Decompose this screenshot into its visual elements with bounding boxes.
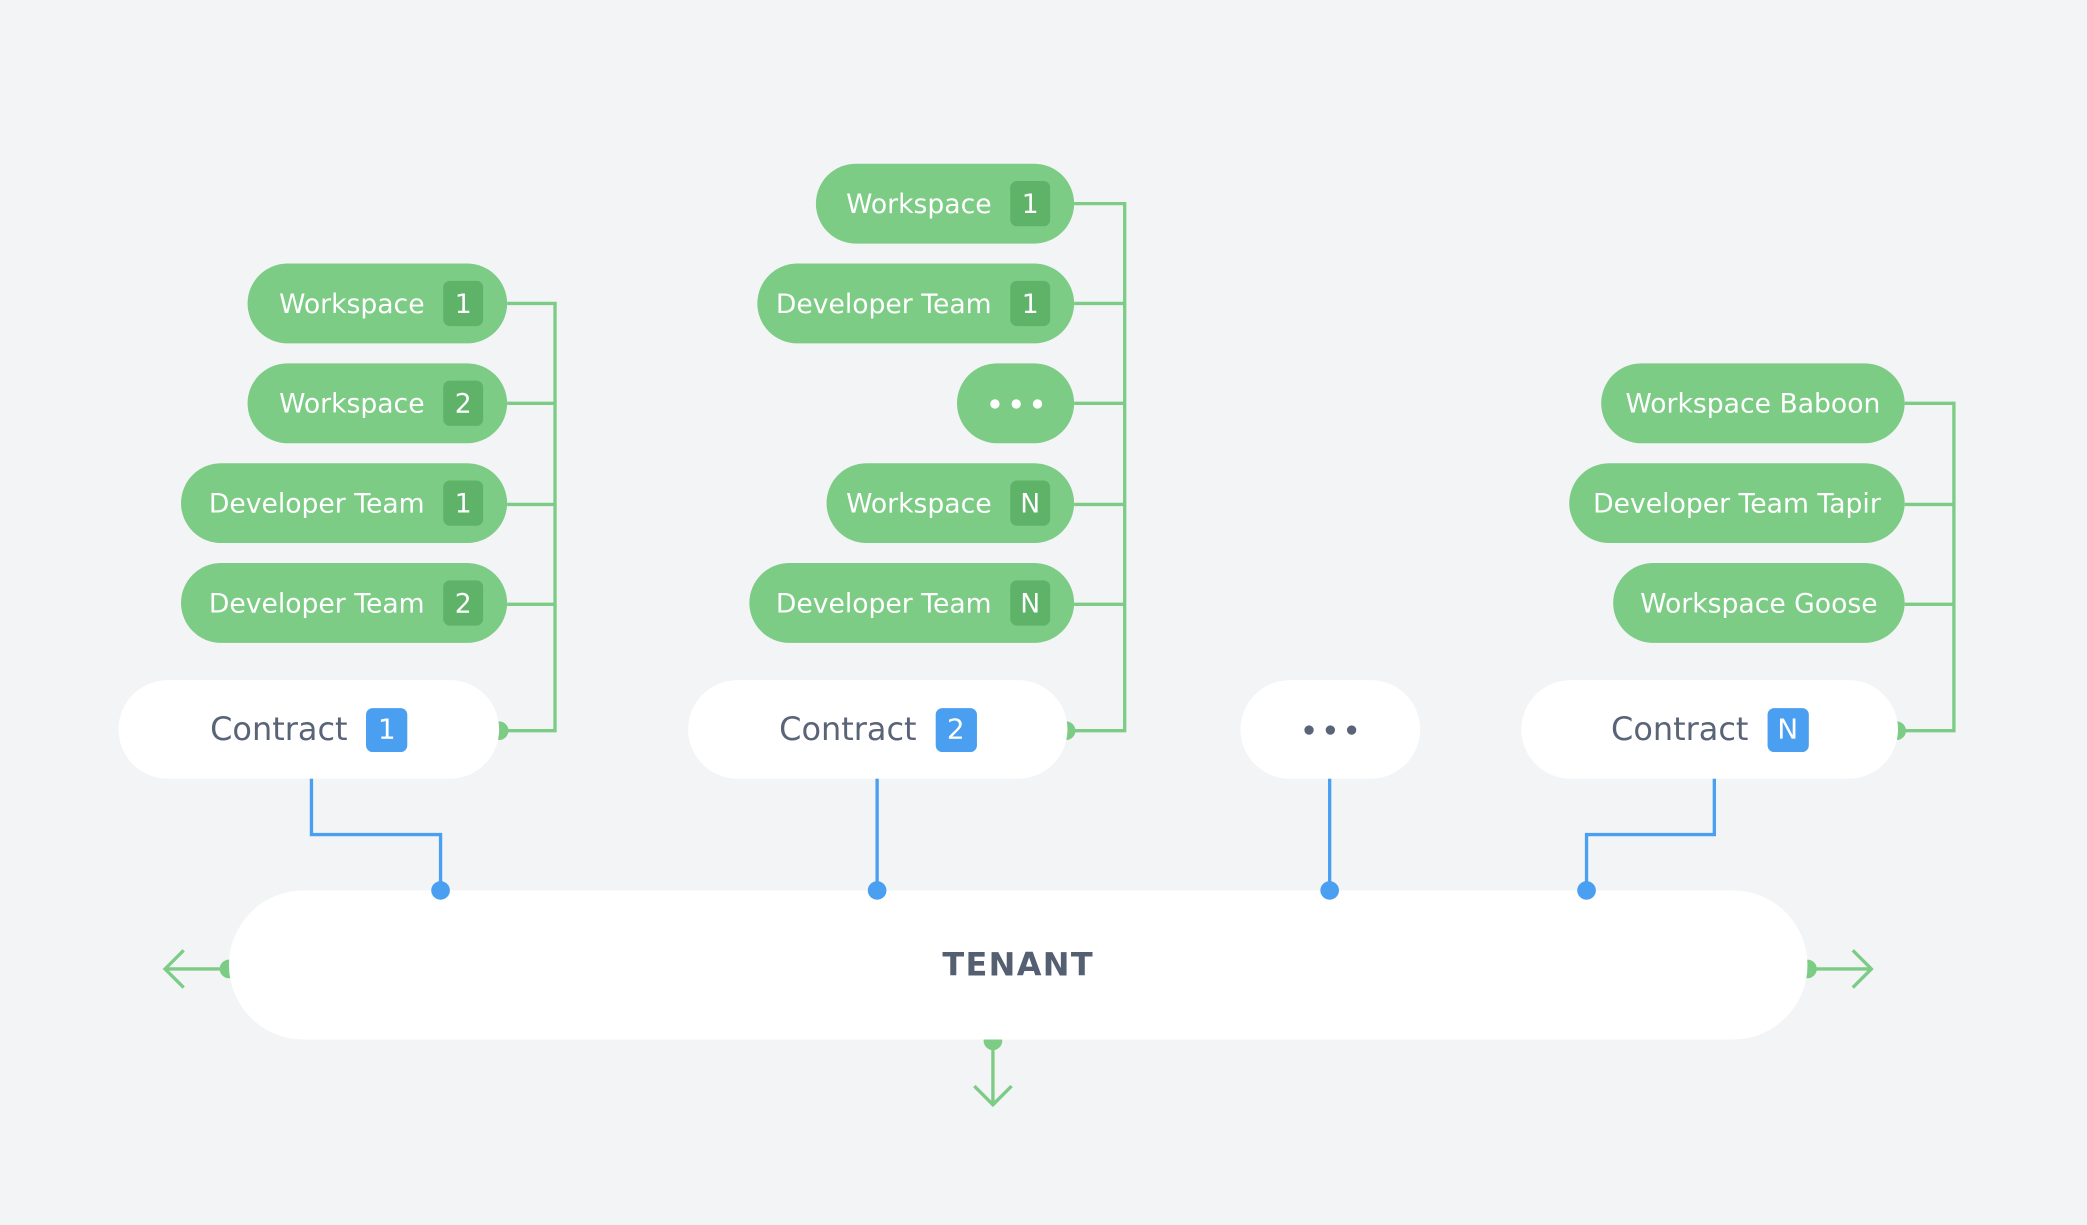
c2-item-badge: 1 <box>1010 181 1051 227</box>
c1-item-workspace-1: Workspace 1 <box>247 263 508 344</box>
ellipsis-icon <box>1304 724 1357 735</box>
ellipsis-icon <box>989 398 1042 408</box>
c2-item-badge: N <box>1010 580 1051 626</box>
tenant-node: TENANT <box>228 890 1808 1040</box>
contract-label: Contract <box>1611 710 1749 749</box>
c1-item-badge: 1 <box>443 480 484 526</box>
c1-item-badge: 2 <box>443 380 484 426</box>
contract-n: Contract N <box>1521 680 1899 779</box>
c2-item-developer-team-1: Developer Team 1 <box>757 263 1075 344</box>
cn-item-workspace-goose: Workspace Goose <box>1613 563 1905 643</box>
contract-ellipsis <box>1240 680 1421 779</box>
c1-item-badge: 2 <box>443 580 484 626</box>
c2-item-workspace-n: Workspace N <box>826 463 1075 544</box>
c2-item-ellipsis <box>956 363 1075 444</box>
c2-item-badge: 1 <box>1010 280 1051 327</box>
contract-label: Contract <box>210 710 348 749</box>
contract-badge: N <box>1767 707 1809 752</box>
cn-item-developer-team-tapir: Developer Team Tapir <box>1569 463 1905 544</box>
tenant-label: TENANT <box>942 946 1094 984</box>
contract-badge: 1 <box>366 707 408 752</box>
contract-1: Contract 1 <box>118 680 500 779</box>
c2-item-developer-team-n: Developer Team N <box>749 563 1075 643</box>
c1-item-developer-team-2: Developer Team 2 <box>181 563 508 643</box>
c1-item-developer-team-1: Developer Team 1 <box>181 463 508 544</box>
c1-item-badge: 1 <box>443 280 484 327</box>
contract-badge: 2 <box>935 707 977 752</box>
contract-label: Contract <box>779 710 917 749</box>
c2-item-badge: N <box>1010 480 1051 526</box>
cn-item-workspace-baboon: Workspace Baboon <box>1601 363 1905 444</box>
contract-2: Contract 2 <box>688 680 1068 779</box>
c2-item-workspace-1: Workspace 1 <box>815 163 1075 244</box>
c1-item-workspace-2: Workspace 2 <box>247 363 508 444</box>
